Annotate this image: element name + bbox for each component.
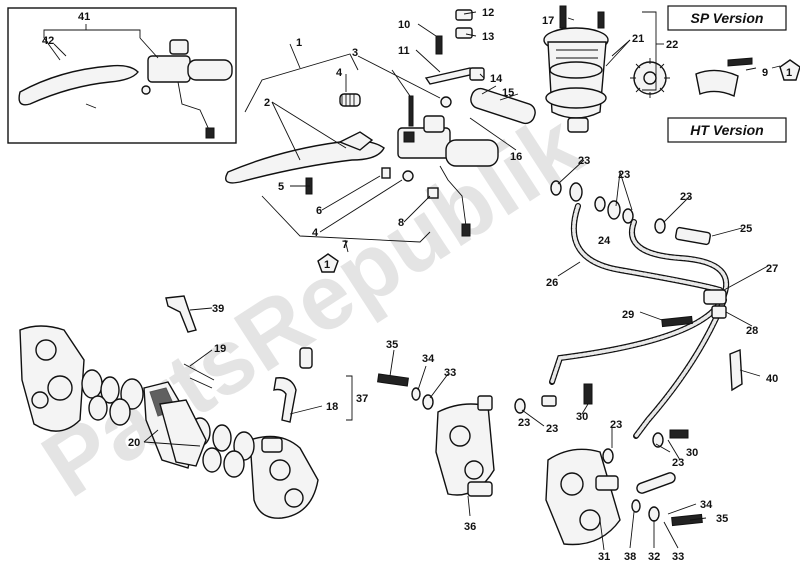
callout: 25 [740, 223, 752, 235]
callout: 19 [214, 343, 226, 355]
callout: 15 [502, 87, 514, 99]
callout: 13 [482, 31, 494, 43]
callout: 12 [482, 7, 494, 19]
callout: 4 [312, 227, 319, 239]
callout: 23 [578, 155, 590, 167]
callout: 8 [398, 217, 404, 229]
callout: 33 [444, 367, 456, 379]
pentagon-label-left: 1 [324, 259, 330, 271]
center-caliper [435, 395, 495, 497]
callout: 35 [386, 339, 398, 351]
callout: 18 [326, 401, 338, 413]
brake-lever [225, 140, 385, 184]
left-caliper [19, 325, 319, 519]
leader-lines [53, 11, 769, 551]
callout: 32 [648, 551, 660, 563]
callout: 21 [632, 33, 644, 45]
callout: 23 [546, 423, 558, 435]
callout: 29 [622, 309, 634, 321]
inset-lever [18, 64, 139, 106]
callout: 28 [746, 325, 758, 337]
callout: 34 [422, 353, 435, 365]
callout: 11 [398, 45, 410, 57]
callout: 36 [464, 521, 476, 533]
callout: 35 [716, 513, 728, 525]
right-caliper [545, 448, 621, 546]
callout: 40 [766, 373, 778, 385]
callout: 27 [766, 263, 778, 275]
inset-master-body [147, 55, 191, 83]
callout: 38 [624, 551, 636, 563]
callout: 30 [686, 447, 698, 459]
reference-pentagon-right [779, 59, 800, 81]
callout: 33 [672, 551, 684, 563]
ht-version-box [667, 117, 787, 143]
callout: 16 [510, 151, 522, 163]
callout: 26 [546, 277, 558, 289]
callout: 9 [762, 67, 768, 79]
callout: 10 [398, 19, 410, 31]
callout: 2 [264, 97, 270, 109]
callout: 20 [128, 437, 140, 449]
callout-labels: 1 2 3 4 4 5 6 7 8 9 10 11 12 13 14 15 16… [42, 7, 778, 563]
callout: 23 [618, 169, 630, 181]
callout: 23 [610, 419, 622, 431]
callout: 34 [700, 499, 713, 511]
callout: 7 [342, 239, 348, 251]
callout: 37 [356, 393, 368, 405]
callout: 22 [666, 39, 678, 51]
callout: 1 [296, 37, 302, 49]
fluid-reservoir [543, 27, 609, 133]
callout: 24 [598, 235, 611, 247]
callout: 30 [576, 411, 588, 423]
callout: 14 [490, 73, 503, 85]
callout: 23 [680, 191, 692, 203]
reference-pentagon-left [317, 253, 339, 273]
inset-frame [7, 7, 237, 144]
callout: 17 [542, 15, 554, 27]
callout: 6 [316, 205, 322, 217]
callout: 5 [278, 181, 284, 193]
callout: 23 [518, 417, 530, 429]
callout: 3 [352, 47, 358, 59]
callout: 4 [336, 67, 343, 79]
reservoir-hose [470, 87, 536, 125]
callout: 41 [78, 11, 90, 23]
callout: 42 [42, 35, 54, 47]
return-spring [339, 93, 361, 107]
callout: 23 [672, 457, 684, 469]
callout: 31 [598, 551, 610, 563]
sp-version-box [667, 5, 787, 31]
gear-icon [630, 58, 670, 98]
pentagon-label-right: 1 [786, 67, 792, 79]
ht-version-label: HT Version [690, 122, 763, 138]
sp-version-label: SP Version [691, 10, 764, 26]
callout: 39 [212, 303, 224, 315]
